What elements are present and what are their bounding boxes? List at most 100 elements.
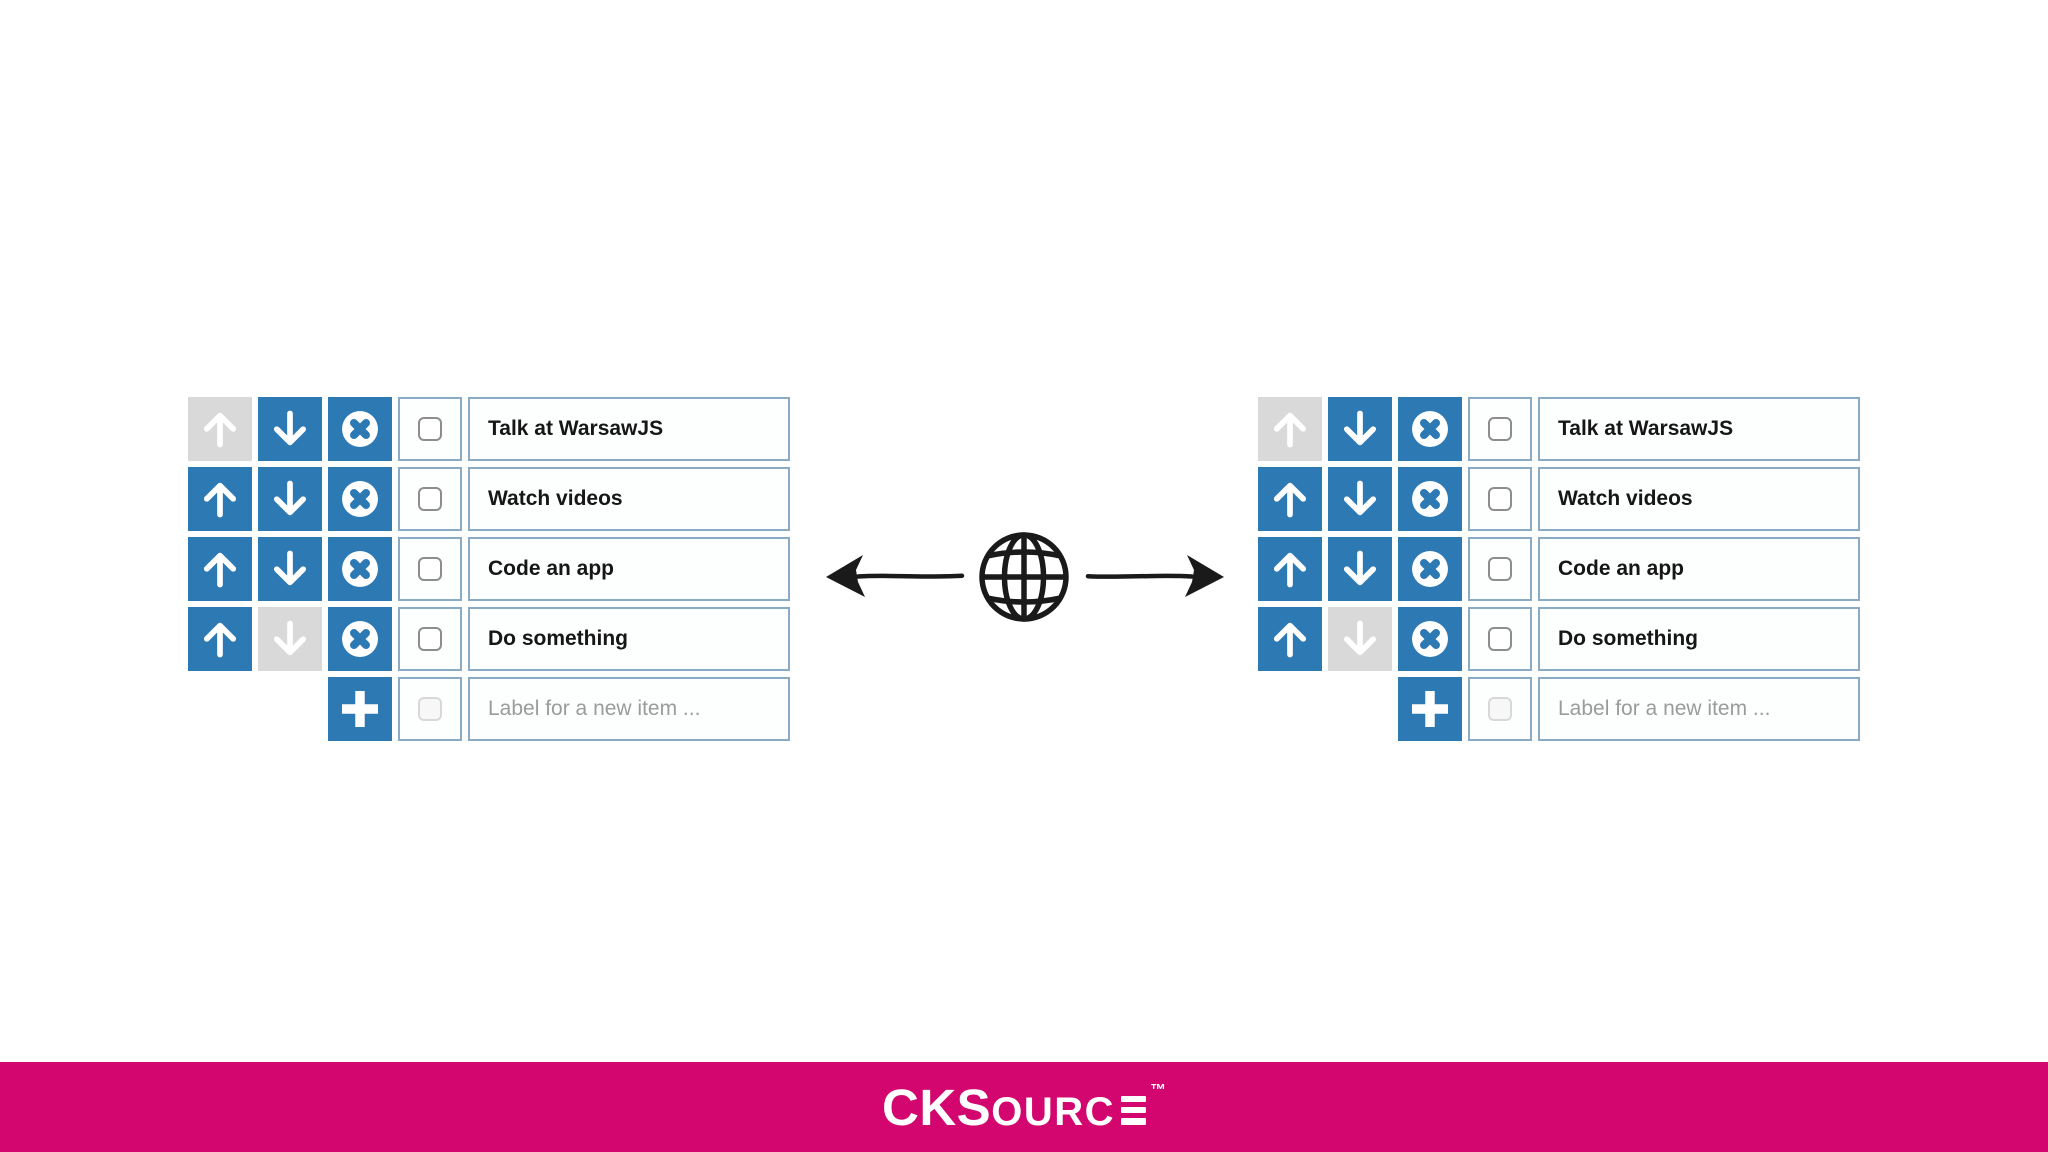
close-circle-icon (338, 617, 382, 661)
todo-checkbox-cell (398, 467, 462, 531)
empty-cell (1258, 677, 1322, 741)
arrow-down-icon (1338, 547, 1382, 591)
sync-graphic (826, 532, 1224, 622)
move-up-button[interactable] (1258, 537, 1322, 601)
todo-item-label[interactable]: Talk at WarsawJS (468, 397, 790, 461)
new-item-input[interactable] (1540, 678, 1858, 740)
plus-icon (333, 682, 387, 736)
todo-checkbox-disabled (418, 697, 442, 721)
move-down-button[interactable] (258, 537, 322, 601)
move-up-button[interactable] (1258, 467, 1322, 531)
arrow-up-icon (1268, 547, 1312, 591)
todo-checkbox-cell (1468, 467, 1532, 531)
arrow-right-icon (1085, 555, 1224, 597)
todo-checkbox[interactable] (418, 417, 442, 441)
close-circle-icon (1408, 407, 1452, 451)
todo-item-label[interactable]: Do something (468, 607, 790, 671)
close-circle-icon (338, 407, 382, 451)
globe-icon (979, 532, 1069, 622)
plus-icon (1403, 682, 1457, 736)
todo-item-label[interactable]: Watch videos (468, 467, 790, 531)
arrow-down-icon (268, 617, 312, 661)
move-down-button[interactable] (1328, 467, 1392, 531)
trademark-symbol: ™ (1149, 1081, 1166, 1099)
logo-text-small: OURC (991, 1089, 1115, 1134)
close-circle-icon (338, 547, 382, 591)
todo-checkbox-cell (1468, 397, 1532, 461)
arrow-down-icon (1338, 477, 1382, 521)
move-down-button (258, 607, 322, 671)
todo-item-label[interactable]: Watch videos (1538, 467, 1860, 531)
todo-checkbox-cell (1468, 677, 1532, 741)
move-up-button[interactable] (188, 607, 252, 671)
todo-checkbox-cell (398, 397, 462, 461)
arrow-left-icon (826, 555, 965, 597)
remove-item-button[interactable] (1398, 467, 1462, 531)
todo-checkbox[interactable] (1488, 557, 1512, 581)
arrow-up-icon (1268, 617, 1312, 661)
todo-item-label[interactable]: Code an app (1538, 537, 1860, 601)
todo-checkbox-cell (1468, 537, 1532, 601)
arrow-down-icon (1338, 407, 1382, 451)
add-item-button[interactable] (328, 677, 392, 741)
move-down-button[interactable] (258, 467, 322, 531)
move-down-button[interactable] (258, 397, 322, 461)
todo-checkbox-cell (398, 677, 462, 741)
move-up-button[interactable] (1258, 607, 1322, 671)
logo-text-large: CKS (882, 1078, 992, 1136)
todo-item-label[interactable]: Do something (1538, 607, 1860, 671)
arrow-up-icon (198, 407, 242, 451)
logo-e-bars-icon (1120, 1095, 1146, 1125)
todo-checkbox[interactable] (1488, 487, 1512, 511)
todo-checkbox-cell (1468, 607, 1532, 671)
add-item-button[interactable] (1398, 677, 1462, 741)
todo-checkbox[interactable] (1488, 417, 1512, 441)
remove-item-button[interactable] (1398, 397, 1462, 461)
todo-checkbox[interactable] (418, 557, 442, 581)
todo-checkbox-cell (398, 607, 462, 671)
remove-item-button[interactable] (1398, 607, 1462, 671)
arrow-up-icon (198, 547, 242, 591)
todo-checkbox[interactable] (418, 627, 442, 651)
move-down-button (1328, 607, 1392, 671)
empty-cell (188, 677, 252, 741)
move-down-button[interactable] (1328, 537, 1392, 601)
move-down-button[interactable] (1328, 397, 1392, 461)
arrow-up-icon (198, 617, 242, 661)
new-item-input-cell (468, 677, 790, 741)
close-circle-icon (1408, 547, 1452, 591)
todo-checkbox[interactable] (1488, 627, 1512, 651)
todo-checkbox[interactable] (418, 487, 442, 511)
close-circle-icon (1408, 617, 1452, 661)
remove-item-button[interactable] (1398, 537, 1462, 601)
arrow-up-icon (198, 477, 242, 521)
remove-item-button[interactable] (328, 607, 392, 671)
move-up-button (1258, 397, 1322, 461)
todo-item-label[interactable]: Talk at WarsawJS (1538, 397, 1860, 461)
arrow-up-icon (1268, 477, 1312, 521)
new-item-input-cell (1538, 677, 1860, 741)
close-circle-icon (1408, 477, 1452, 521)
close-circle-icon (338, 477, 382, 521)
move-up-button[interactable] (188, 467, 252, 531)
arrow-down-icon (1338, 617, 1382, 661)
todo-widget-right: Talk at WarsawJS Watch videos Code an ap… (1258, 397, 1860, 741)
todo-widget-left: Talk at WarsawJS Watch videos Code an ap… (188, 397, 790, 741)
new-item-input[interactable] (470, 678, 788, 740)
empty-cell (1328, 677, 1392, 741)
remove-item-button[interactable] (328, 397, 392, 461)
todo-checkbox-disabled (1488, 697, 1512, 721)
arrow-down-icon (268, 407, 312, 451)
arrow-up-icon (1268, 407, 1312, 451)
arrow-down-icon (268, 477, 312, 521)
move-up-button[interactable] (188, 537, 252, 601)
arrow-down-icon (268, 547, 312, 591)
remove-item-button[interactable] (328, 467, 392, 531)
move-up-button (188, 397, 252, 461)
footer-brand-bar: CKSOURC ™ (0, 1062, 2048, 1152)
empty-cell (258, 677, 322, 741)
remove-item-button[interactable] (328, 537, 392, 601)
todo-item-label[interactable]: Code an app (468, 537, 790, 601)
